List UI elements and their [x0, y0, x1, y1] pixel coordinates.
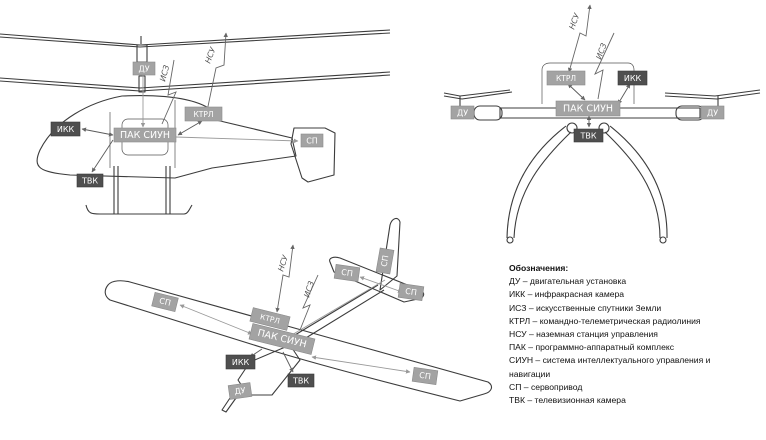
plane-sp-tail-left-box: СП [333, 264, 361, 282]
link-tvk-pak [91, 139, 114, 173]
left-landing-leg [506, 125, 572, 239]
right-propeller [664, 89, 761, 100]
heli-du-box: ДУ [132, 61, 156, 76]
airplane: НСУ ИСЗ СП СП СП СП КТРЛ ПАК СИУН [104, 217, 493, 413]
landing-skid [85, 166, 193, 215]
link-pak-sp [175, 136, 299, 144]
upper-rotor-blade [0, 29, 391, 48]
radio-link-nsu [275, 244, 295, 313]
svg-text:СП: СП [405, 287, 418, 298]
plane-du-box: ДУ [227, 382, 253, 400]
link-sp-tail [359, 276, 403, 293]
svg-text:ИКК: ИКК [624, 74, 642, 83]
right-landing-leg [604, 125, 668, 239]
heli-sp-box: СП [300, 133, 324, 148]
radio-link-nsu [204, 32, 228, 117]
legend-item: ИКК – инфракрасная камера [509, 289, 625, 300]
legend: Обозначения: ДУ – двигательная установка… [509, 262, 759, 407]
link-ktrl-pak [567, 83, 586, 101]
svg-text:ДУ: ДУ [707, 109, 718, 118]
svg-text:СП: СП [306, 137, 318, 146]
motor-mount [459, 96, 719, 106]
left-motor-housing [473, 105, 503, 121]
label-isz: ИСЗ [302, 280, 316, 299]
plane-sp-wing-right-box: СП [411, 367, 439, 385]
svg-text:СП: СП [158, 296, 171, 308]
plane-sp-tail-right-box: СП [397, 283, 425, 301]
left-hinge [566, 122, 578, 134]
legend-item: СП – сервопривод [509, 381, 583, 392]
helicopter: НСУ ИСЗ ДУ ПАК СИУН КТРЛ ИКК ТВК СП [0, 29, 391, 215]
right-hinge [598, 122, 610, 134]
label-nsu: НСУ [276, 253, 290, 273]
legend-item: НСУ – наземная станция управления [509, 329, 658, 340]
radio-link-isz [161, 59, 177, 125]
left-foot [506, 236, 514, 244]
helicopter-fuselage [36, 95, 297, 179]
svg-text:ДУ: ДУ [457, 109, 468, 118]
quadcopter: НСУ ИСЗ КТРЛ ИКК ПАК СИУН ТВК ДУ ДУ [443, 4, 761, 244]
legend-title: Обозначения: [509, 263, 569, 273]
svg-text:КТРЛ: КТРЛ [556, 74, 576, 83]
svg-text:ДУ: ДУ [138, 65, 149, 74]
quad-ktrl-box: КТРЛ [546, 70, 586, 86]
legend-item: КТРЛ – командно-телеметрическая радиолин… [509, 315, 701, 326]
label-nsu: НСУ [203, 45, 217, 65]
plane-ktrl-box: КТРЛ [249, 307, 291, 331]
heli-pak-box: ПАК СИУН [113, 127, 177, 143]
quad-du-right-box: ДУ [700, 105, 725, 120]
quad-ikk-box: ИКК [617, 70, 648, 86]
legend-item: СИУН – система интеллектуального управле… [509, 355, 711, 379]
tail-boom [289, 284, 385, 345]
radio-link-isz [594, 32, 615, 100]
plane-ikk-box: ИКК [225, 354, 256, 370]
svg-text:КТРЛ: КТРЛ [193, 110, 213, 119]
label-isz: ИСЗ [158, 64, 171, 82]
legend-item: ТВК – телевизионная камера [509, 395, 626, 406]
right-foot [659, 236, 667, 244]
svg-text:СП: СП [419, 371, 432, 382]
svg-text:СП: СП [341, 268, 354, 279]
legend-item: ПАК – программно-аппаратный комплекс [509, 342, 675, 353]
heli-ikk-box: ИКК [50, 121, 81, 137]
link-pak-tvk [282, 351, 294, 373]
quad-du-left-box: ДУ [450, 105, 475, 120]
svg-text:ТВК: ТВК [579, 132, 596, 141]
svg-text:ПАК СИУН: ПАК СИУН [563, 104, 613, 115]
radio-link-isz [299, 274, 319, 331]
label-isz: ИСЗ [594, 42, 608, 61]
vertical-fin [379, 217, 401, 291]
link-ikk-pak [617, 83, 631, 105]
label-nsu: НСУ [567, 11, 581, 31]
lower-rotor-blade [0, 71, 391, 92]
heli-tvk-box: ТВК [76, 173, 104, 188]
link-ktrl-pak [177, 120, 203, 136]
helicopter-tail-fin [290, 127, 336, 183]
legend-item: ИСЗ – искусственные спутники Земли [509, 302, 662, 313]
left-propeller [443, 89, 513, 100]
quad-tvk-box: ТВК [573, 128, 604, 143]
svg-text:ИКК: ИКК [232, 358, 250, 367]
radio-link-nsu [567, 4, 592, 73]
svg-text:ИКК: ИКК [57, 125, 75, 134]
quad-arm [499, 107, 701, 119]
plane-sp-wing-left-box: СП [151, 291, 179, 313]
link-pak-sp-wing-left [179, 304, 253, 335]
plane-sp-fin-box: СП [375, 247, 395, 275]
svg-text:ТВК: ТВК [81, 177, 98, 186]
plane-tvk-box: ТВК [287, 373, 315, 388]
svg-text:ДУ: ДУ [234, 386, 246, 396]
link-pak-sp-wing-right [311, 355, 411, 374]
svg-text:ТВК: ТВК [292, 377, 309, 386]
main-wing [104, 280, 493, 402]
legend-item: ДУ – двигательная установка [509, 276, 627, 287]
link-ikk-pak [81, 127, 114, 137]
svg-text:ПАК СИУН: ПАК СИУН [120, 130, 170, 141]
svg-text:СП: СП [380, 255, 391, 268]
heli-ktrl-box: КТРЛ [184, 106, 223, 122]
quad-pak-box: ПАК СИУН [555, 100, 621, 117]
